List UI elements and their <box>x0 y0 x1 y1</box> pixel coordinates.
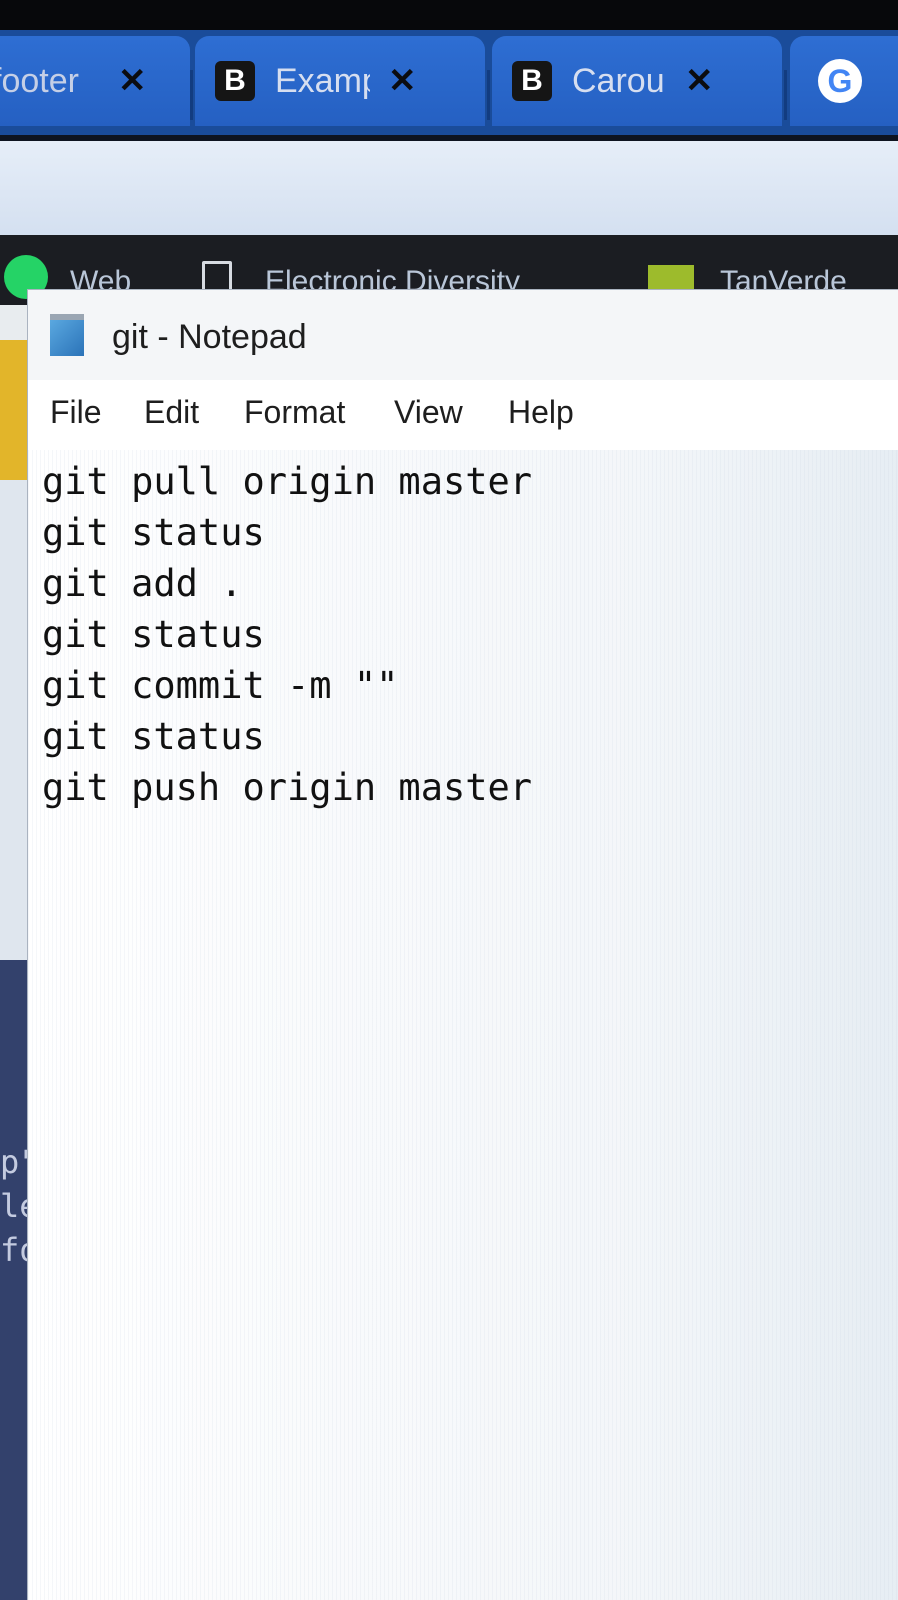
menu-view[interactable]: View <box>394 394 463 430</box>
window-title: git - Notepad <box>112 318 307 356</box>
notepad-titlebar[interactable]: git - Notepad <box>28 290 898 380</box>
close-icon[interactable]: ✕ <box>685 62 714 100</box>
menu-edit[interactable]: Edit <box>144 394 200 430</box>
google-icon: G <box>818 59 862 103</box>
menu-bar: File Edit Format View Help <box>28 380 898 452</box>
tab-google[interactable]: G <box>790 36 898 126</box>
menu-help[interactable]: Help <box>508 394 574 430</box>
tab-divider <box>190 70 193 120</box>
text-line: git push origin master <box>42 766 533 809</box>
tab-title: Examp <box>275 61 370 100</box>
menu-file[interactable]: File <box>50 394 102 430</box>
address-bar-area[interactable] <box>0 135 898 241</box>
editor-content: git pull origin master git status git ad… <box>42 456 532 813</box>
text-line: git status <box>42 613 265 656</box>
tab-divider <box>487 70 490 120</box>
bookmarks-bar: Web Electronic Diversity TanVerde <box>0 235 898 305</box>
browser-tab-strip: footer ✕ B Examp ✕ B Carou ✕ G <box>0 30 898 135</box>
text-line: git add . <box>42 562 243 605</box>
notepad-window: git - Notepad File Edit Format View Help… <box>28 290 898 1600</box>
text-editor-area[interactable]: git pull origin master git status git ad… <box>28 450 898 1600</box>
close-icon[interactable]: ✕ <box>388 62 417 100</box>
background-page-banner <box>0 340 32 480</box>
tab-title: footer <box>0 61 79 100</box>
tab-example[interactable]: B Examp ✕ <box>195 36 485 126</box>
tab-carousel[interactable]: B Carou ✕ <box>492 36 782 126</box>
tab-divider <box>784 70 787 120</box>
close-icon[interactable]: ✕ <box>118 62 147 100</box>
menu-format[interactable]: Format <box>244 394 346 430</box>
text-line: git status <box>42 715 265 758</box>
notepad-icon <box>50 314 84 356</box>
text-line: git pull origin master <box>42 460 533 503</box>
text-line: git status <box>42 511 265 554</box>
tab-footer[interactable]: footer ✕ <box>0 36 190 126</box>
bootstrap-icon: B <box>215 61 255 101</box>
bootstrap-icon: B <box>512 61 552 101</box>
tab-title: Carou <box>572 61 665 100</box>
text-line: git commit -m "" <box>42 664 399 707</box>
